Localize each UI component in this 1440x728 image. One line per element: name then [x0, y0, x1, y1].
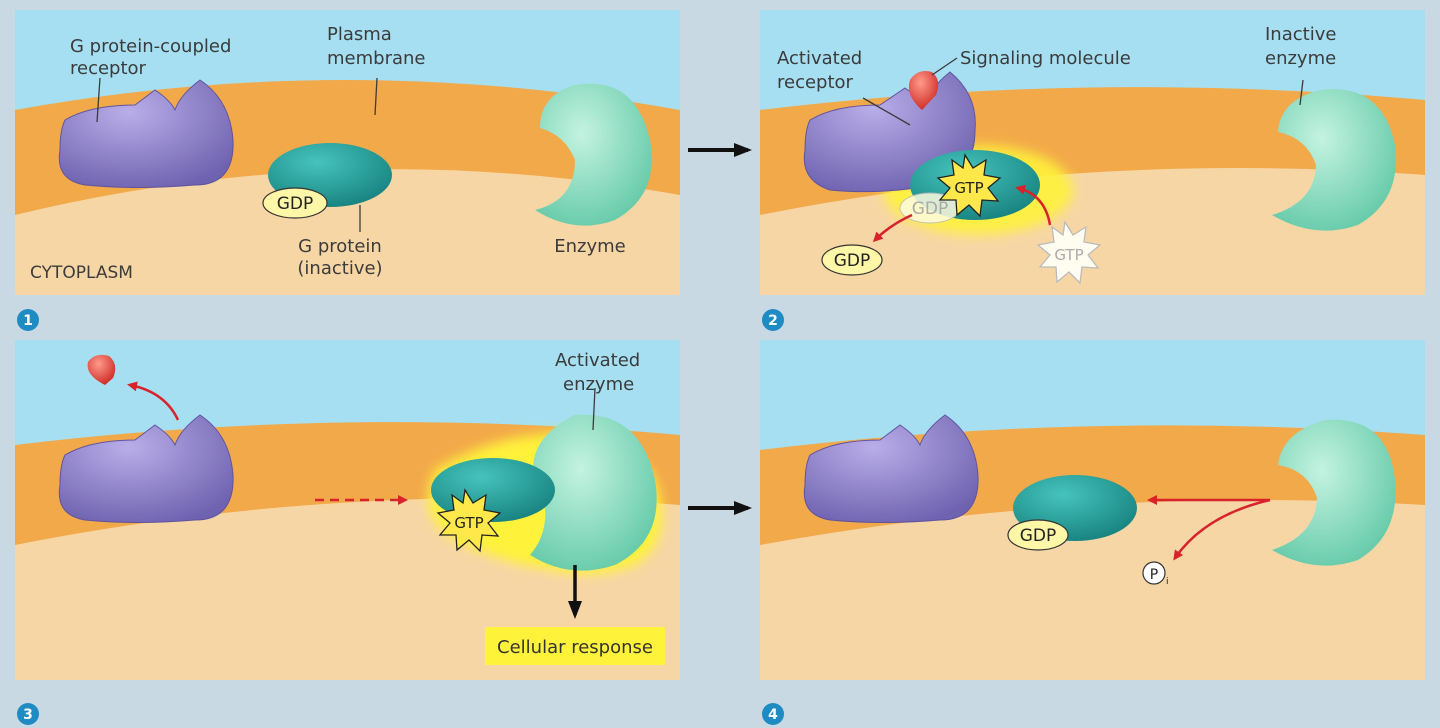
- gdp-release-arrow: [872, 213, 913, 243]
- enzyme: [1272, 419, 1396, 566]
- cellular-response-label: Cellular response: [497, 637, 653, 658]
- step-badge-1: [17, 309, 39, 331]
- gdp-badge-text: GDP: [1020, 526, 1057, 546]
- gtp-bound-star: [436, 488, 502, 553]
- step-badge-4: [762, 703, 784, 725]
- phosphate-subscript: i: [1166, 577, 1169, 587]
- receptor: [58, 414, 234, 523]
- release-arrow: [127, 381, 180, 421]
- membrane-label-line1: Plasma: [327, 24, 392, 45]
- enzyme-label-line2: enzyme: [563, 374, 634, 395]
- enzyme-label: Enzyme: [554, 236, 626, 257]
- enzyme-label-line2: enzyme: [1265, 48, 1336, 69]
- enzyme: [535, 83, 652, 226]
- step-number-2: 2: [768, 313, 778, 329]
- enzyme-leader: [1299, 79, 1304, 106]
- step-badge-3: [17, 703, 39, 725]
- gtp-bound-star: [936, 153, 1002, 218]
- gtp-incoming-star: [1036, 220, 1102, 285]
- receptor-leader: [96, 77, 101, 123]
- step-badge-2: [762, 309, 784, 331]
- gdp-leaving-badge: [821, 244, 883, 276]
- gtp-binding-arrow: [1015, 184, 1052, 226]
- panel-3: GTP Cellular response Activated enzyme: [15, 340, 680, 680]
- receptor: [58, 79, 234, 188]
- gdp-badge-text: GDP: [277, 194, 314, 214]
- gdp-badge: [262, 187, 328, 219]
- receptor-label-line1: G protein-coupled: [70, 36, 231, 57]
- gdp-badge: [1007, 519, 1069, 551]
- activated-enzyme: [530, 414, 657, 571]
- panel-1: GDP G protein-coupled receptor Plasma me…: [15, 10, 680, 295]
- cytoplasm-region: [760, 500, 1425, 680]
- gtp-bound-text: GTP: [954, 179, 983, 197]
- receptor-label-line2: receptor: [70, 58, 147, 79]
- phosphate-text: P: [1150, 567, 1158, 583]
- step-number-1: 1: [23, 313, 33, 329]
- receptor-label-line1: Activated: [777, 48, 862, 69]
- signaling-molecule: [908, 71, 939, 110]
- membrane-leader: [374, 77, 378, 116]
- phosphate-icon: [1142, 561, 1166, 585]
- receptor: [803, 414, 979, 523]
- cytoplasm-region: [15, 169, 680, 295]
- receptor-leader: [862, 97, 911, 126]
- receptor-label-line2: receptor: [777, 72, 854, 93]
- cellular-response-box: [485, 627, 665, 665]
- gtp-bound-text: GTP: [454, 514, 483, 532]
- gprotein-label-line1: G protein: [298, 236, 382, 257]
- gprotein-label-line2: (inactive): [297, 258, 382, 279]
- gdp-fading-text: GDP: [912, 199, 949, 219]
- step-number-3: 3: [23, 707, 33, 723]
- signaling-molecule-released: [87, 354, 116, 385]
- gdp-leaving-text: GDP: [834, 251, 871, 271]
- step-number-4: 4: [768, 707, 778, 723]
- signal-leader: [931, 57, 958, 76]
- phosphate-arrow: [1173, 498, 1271, 561]
- enzyme-label-line1: Inactive: [1265, 24, 1336, 45]
- panel-2: GDP GTP GDP GTP Activated receptor Signa…: [760, 10, 1425, 295]
- enzyme-leader: [592, 387, 596, 431]
- enzyme-label-line1: Activated: [555, 350, 640, 371]
- inactive-enzyme: [1272, 89, 1396, 231]
- membrane-label-line2: membrane: [327, 48, 425, 69]
- signal-label: Signaling molecule: [960, 48, 1131, 69]
- panel-4: GDP P i: [760, 340, 1425, 680]
- cytoplasm-label: CYTOPLASM: [30, 263, 133, 283]
- gtp-incoming-text: GTP: [1054, 246, 1083, 264]
